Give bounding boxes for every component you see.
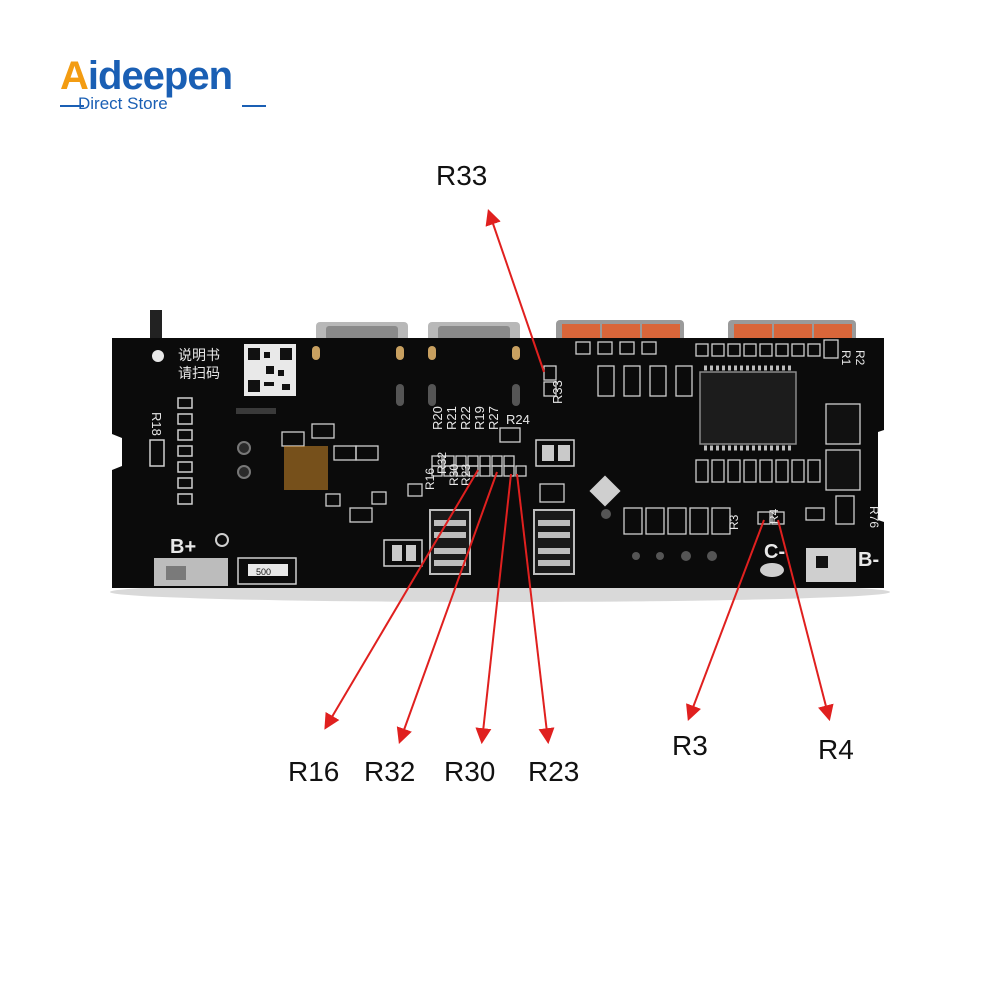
silk-r22: R22 (458, 406, 473, 430)
silk-r1: R1 (839, 350, 853, 366)
shield-slot-2 (396, 346, 404, 360)
small-component (539, 483, 565, 503)
silk-b-plus: B+ (170, 536, 196, 558)
mount-hole (215, 533, 229, 547)
callout-label-r16: R16 (288, 756, 340, 787)
mosfet-bottom (825, 449, 861, 491)
silk-r24: R24 (506, 412, 530, 427)
diamond-pad (589, 475, 621, 507)
arrow-r4 (777, 519, 834, 722)
silk-r4: R4 (767, 508, 781, 524)
callout-label-r4: R4 (818, 734, 854, 765)
arrow-r3 (686, 519, 765, 721)
main-controller-ic (699, 365, 797, 451)
usb-connector-4 (728, 320, 856, 342)
silk-r21: R21 (444, 406, 459, 430)
res-500-body (248, 564, 288, 576)
silk-res-500: 500 (256, 567, 271, 577)
mount-dot (152, 350, 164, 362)
cap2-pad-left (542, 445, 554, 461)
silk-manual-line2: 请扫码 (178, 365, 220, 381)
brand-name: Aideepen (60, 54, 233, 98)
center-resistor-cluster (431, 427, 527, 477)
silk-r16: R16 (423, 468, 437, 490)
pcb-board (112, 338, 884, 588)
brand-logo: Aideepen Direct Store (60, 52, 275, 122)
cap-component (383, 539, 423, 567)
b-minus-hole (816, 556, 828, 568)
usb-connector-3 (556, 320, 684, 342)
ic-package-right (533, 509, 575, 575)
shield-slot-5 (396, 384, 404, 406)
arrow-r16 (324, 469, 479, 730)
shield-slot-1 (312, 346, 320, 360)
silk-r19: R19 (472, 406, 487, 430)
brand-tagline: Direct Store (78, 94, 168, 113)
silk-r27: R27 (486, 406, 501, 430)
callout-label-r23: R23 (528, 756, 580, 787)
shield-slot-4 (512, 346, 520, 360)
left-component-column (177, 397, 193, 505)
b-plus-solder (166, 566, 186, 580)
r76-component (835, 495, 855, 525)
silk-b-minus: B- (858, 549, 879, 571)
b-plus-pad (154, 558, 228, 586)
silk-r76: R76 (867, 506, 881, 528)
cap-pad-right (406, 545, 416, 561)
callout-label-r30: R30 (444, 756, 496, 787)
via-hole-2 (237, 465, 251, 479)
left-center-components (281, 423, 423, 523)
b-minus-pad (806, 548, 856, 582)
transistor-row (623, 507, 731, 535)
mosfet-top (825, 403, 861, 445)
c-minus-pad (760, 563, 784, 577)
cap-component-2 (535, 439, 575, 467)
r3-r4-area (757, 507, 825, 525)
via-hole-3 (601, 509, 611, 519)
silk-r18: R18 (149, 412, 164, 436)
silk-manual-line1: 说明书 (178, 347, 220, 363)
silk-c-minus: C- (764, 541, 785, 563)
silk-r30: R30 (447, 464, 461, 486)
arrow-r33 (485, 208, 545, 373)
arrow-r30 (475, 473, 512, 745)
logo-watermark-mark (284, 446, 328, 490)
shield-slot-6 (428, 384, 436, 406)
silk-r2: R2 (853, 350, 867, 366)
qr-code (244, 344, 296, 396)
r18-pad (149, 439, 165, 467)
cap2-pad-right (558, 445, 570, 461)
right-top-resistor-row (695, 339, 839, 359)
silk-r32: R32 (435, 452, 449, 474)
r33-area (543, 341, 693, 397)
cap-pad-left (392, 545, 402, 561)
tagline-rule-left (60, 105, 84, 107)
transistor-pins (632, 551, 717, 561)
tagline-rule-right (242, 105, 266, 107)
arrow-r32 (396, 471, 498, 745)
shield-slot-3 (428, 346, 436, 360)
callout-arrows (324, 208, 834, 745)
callout-label-r33: R33 (436, 160, 488, 191)
silk-r20: R20 (430, 406, 445, 430)
slide-switch (150, 310, 162, 342)
right-mid-resistor-row (695, 459, 821, 483)
via-row (236, 408, 276, 414)
callout-label-r3: R3 (672, 730, 708, 761)
shield-slot-7 (512, 384, 520, 406)
silk-r33: R33 (550, 380, 565, 404)
via-hole-1 (237, 441, 251, 455)
callout-label-r32: R32 (364, 756, 416, 787)
silk-r3: R3 (727, 514, 741, 530)
res-500-outline (237, 557, 297, 585)
silk-r23: R23 (459, 464, 473, 486)
arrow-r23 (516, 473, 555, 745)
